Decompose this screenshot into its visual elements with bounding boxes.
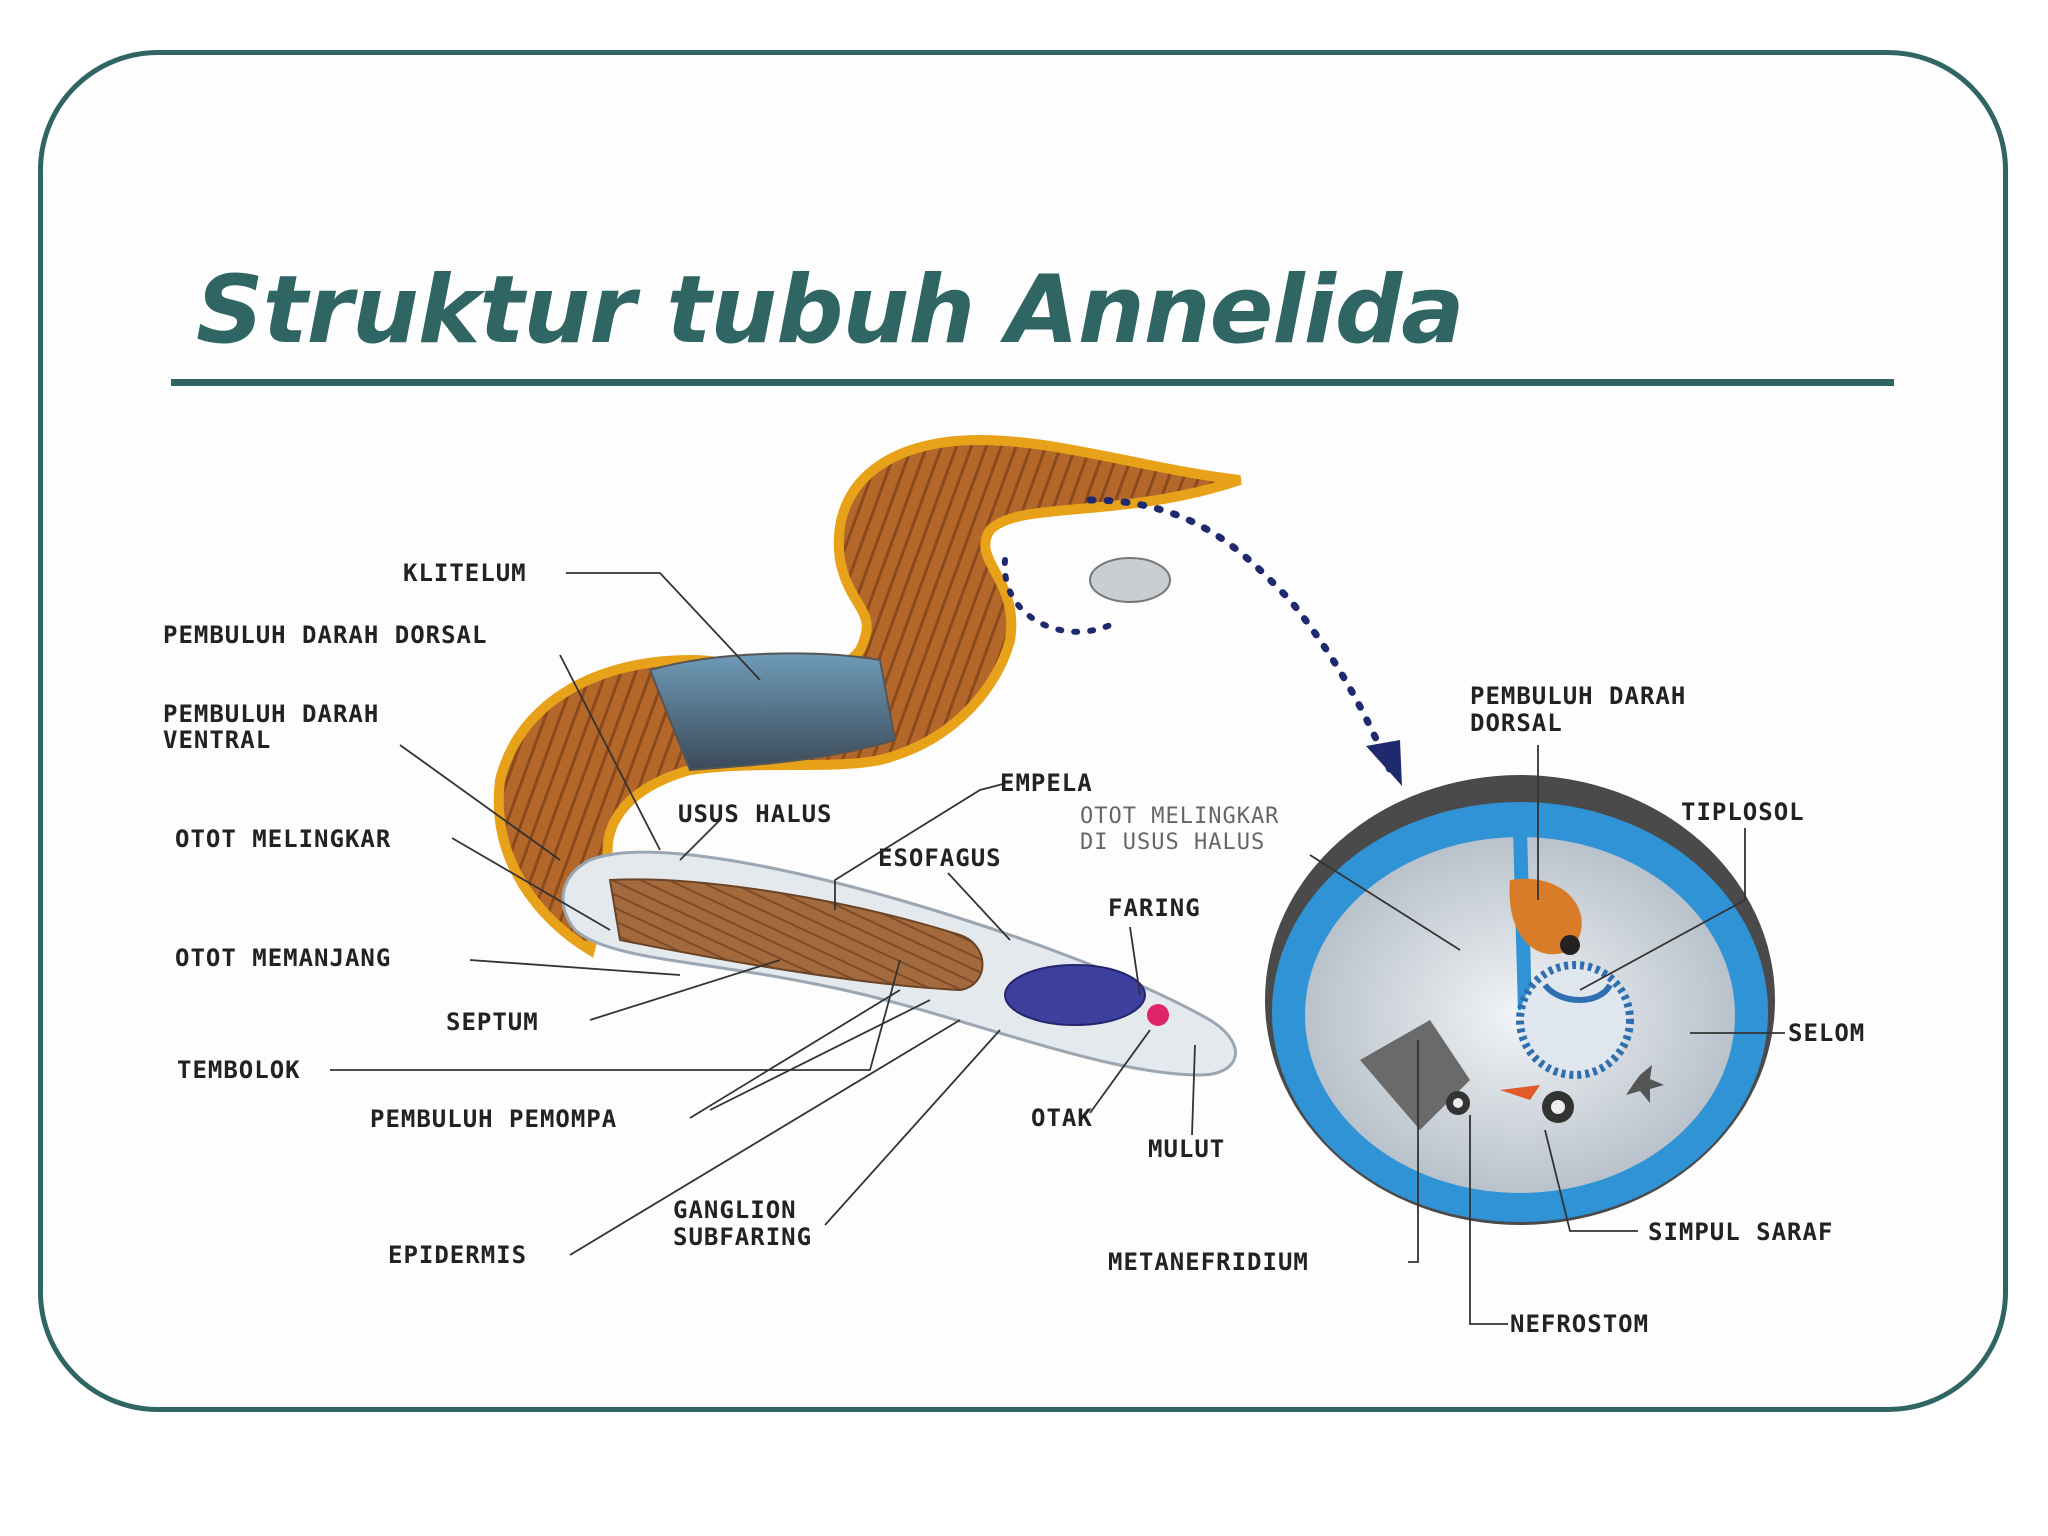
label-pembuluh-pemompa: PEMBULUH PEMOMPA xyxy=(370,1105,617,1133)
label-pembuluh-darah-ventral-2: VENTRAL xyxy=(163,726,271,754)
label-otot-melingkar-usus-1: OTOT MELINGKAR xyxy=(1080,804,1279,829)
label-pembuluh-darah-dorsal-right-1: PEMBULUH DARAH xyxy=(1470,682,1686,710)
title-underline xyxy=(171,379,1894,386)
label-tembolok: TEMBOLOK xyxy=(177,1056,301,1084)
label-tiplosol: TIPLOSOL xyxy=(1681,798,1805,826)
label-nefrostom: NEFROSTOM xyxy=(1510,1310,1649,1338)
label-faring: FARING xyxy=(1108,894,1201,922)
label-septum: SEPTUM xyxy=(446,1008,539,1036)
dorsal-vessel xyxy=(1509,878,1582,955)
cross-section xyxy=(1265,775,1775,1225)
brain-dot xyxy=(1147,1004,1169,1026)
clitellum-band xyxy=(648,652,897,772)
intestine xyxy=(1516,961,1634,1079)
label-klitelum: KLITELUM xyxy=(403,559,527,587)
label-otak: OTAK xyxy=(1031,1104,1093,1132)
pharynx xyxy=(1004,964,1146,1026)
slide-frame xyxy=(38,50,2008,1412)
arrow-head xyxy=(1366,740,1402,786)
label-mulut: MULUT xyxy=(1148,1135,1225,1163)
leader-lines xyxy=(330,572,1785,1325)
label-pembuluh-darah-ventral-1: PEMBULUH DARAH xyxy=(163,700,379,728)
label-otot-melingkar: OTOT MELINGKAR xyxy=(175,825,391,853)
label-metanefridium: METANEFRIDIUM xyxy=(1108,1248,1309,1276)
label-epidermis: EPIDERMIS xyxy=(388,1241,527,1269)
label-otot-melingkar-usus-2: DI USUS HALUS xyxy=(1080,830,1265,855)
label-simpul-saraf: SIMPUL SARAF xyxy=(1648,1218,1833,1246)
label-empela: EMPELA xyxy=(1000,769,1093,797)
worm-body xyxy=(493,434,1242,958)
label-pembuluh-darah-dorsal-right-2: DORSAL xyxy=(1470,709,1563,737)
label-otot-memanjang: OTOT MEMANJANG xyxy=(175,944,391,972)
cross-section-cut xyxy=(1089,557,1171,603)
gut xyxy=(608,878,984,992)
slide-title: Struktur tubuh Annelida xyxy=(196,256,1465,365)
label-ganglion-1: GANGLION xyxy=(673,1196,797,1224)
label-usus-halus: USUS HALUS xyxy=(678,800,833,828)
label-esofagus: ESOFAGUS xyxy=(878,844,1002,872)
dotted-arrow xyxy=(1086,496,1394,774)
label-pembuluh-darah-dorsal-left: PEMBULUH DARAH DORSAL xyxy=(163,621,487,649)
label-ganglion-2: SUBFARING xyxy=(673,1223,812,1251)
label-selom: SELOM xyxy=(1788,1019,1865,1047)
